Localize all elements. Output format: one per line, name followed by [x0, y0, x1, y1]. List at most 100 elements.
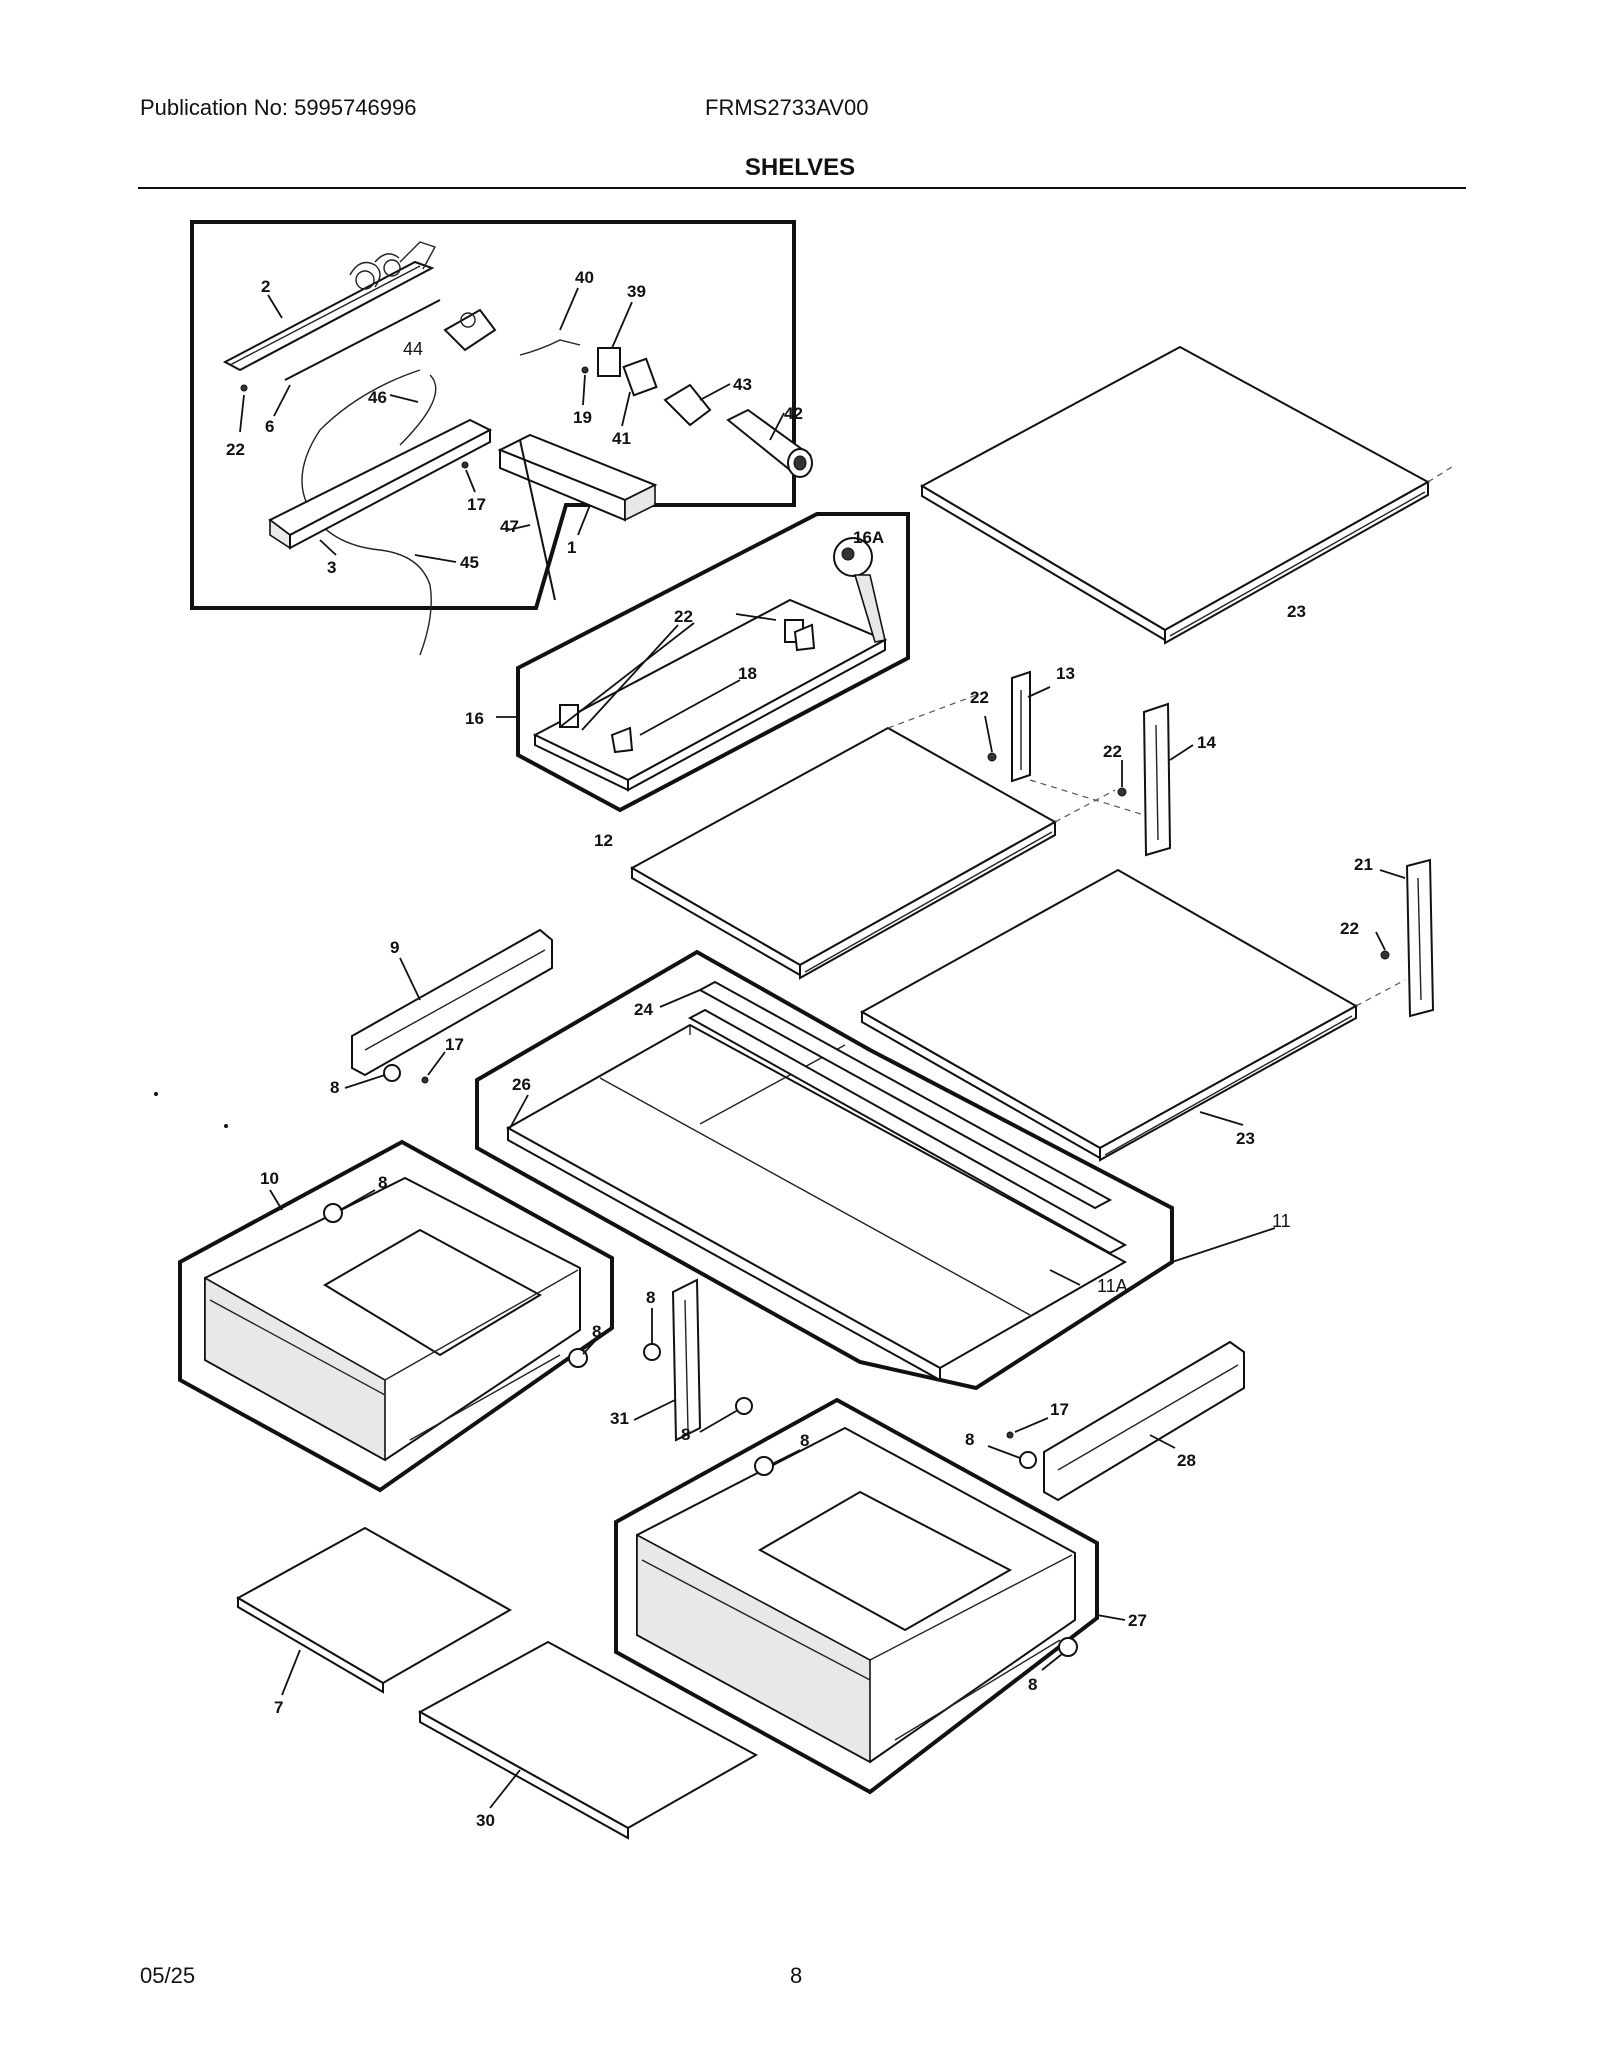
callout-40: 40 [575, 268, 594, 287]
bracket-9 [351, 928, 553, 1077]
callout-14: 14 [1197, 733, 1216, 752]
part-22-screw-c [987, 752, 997, 762]
callout-22: 22 [226, 440, 245, 459]
callout-17: 17 [445, 1035, 464, 1054]
part-19-screw [581, 366, 589, 374]
part-8-bumper-b [323, 1203, 343, 1223]
part-17-screw-c [1006, 1431, 1014, 1439]
part-43-adapter [663, 383, 712, 427]
shelf-12 [629, 689, 1116, 980]
callout-28: 28 [1177, 1451, 1196, 1470]
part-44-clip [443, 308, 497, 352]
callout-8: 8 [1028, 1675, 1037, 1694]
filter-assembly-inset [190, 220, 813, 656]
callout-42: 42 [784, 404, 803, 423]
callout-26: 26 [512, 1075, 531, 1094]
callout-41: 41 [612, 429, 631, 448]
callout-44: 44 [403, 339, 423, 359]
part-8-bumper-a [383, 1064, 401, 1082]
part-2-rail [222, 241, 437, 372]
part-46-tube [399, 374, 437, 446]
callout-8: 8 [378, 1173, 387, 1192]
part-18-stop-b [793, 623, 816, 652]
callout-labels: 2 22 6 44 46 40 39 19 41 43 42 17 47 1 3… [226, 268, 1373, 1830]
publication-number: Publication No: 5995746996 [140, 95, 417, 120]
callout-22: 22 [970, 688, 989, 707]
mullion-31 [671, 1278, 702, 1442]
callout-43: 43 [733, 375, 752, 394]
callout-11A: 11A [1097, 1276, 1128, 1296]
callout-12: 12 [594, 831, 613, 850]
callout-23: 23 [1287, 602, 1306, 621]
page-number: 8 [790, 1963, 803, 1988]
rail-21 [1405, 858, 1435, 1018]
page-title: SHELVES [744, 154, 856, 181]
callout-10: 10 [260, 1169, 279, 1188]
callout-8: 8 [965, 1430, 974, 1449]
part-47-line [519, 439, 556, 601]
callout-8: 8 [681, 1425, 690, 1444]
callout-8: 8 [592, 1322, 601, 1341]
callout-19: 19 [573, 408, 592, 427]
callout-47: 47 [500, 517, 519, 536]
callout-7: 7 [274, 1698, 283, 1717]
part-42-filter [726, 408, 813, 478]
callout-16: 16 [465, 709, 484, 728]
callout-22: 22 [674, 607, 693, 626]
part-26-bar [687, 1008, 1128, 1255]
callout-39: 39 [627, 282, 646, 301]
callout-21: 21 [1354, 855, 1373, 874]
callout-8: 8 [330, 1078, 339, 1097]
part-22-screw-d [1117, 787, 1127, 797]
callout-27: 27 [1128, 1611, 1147, 1630]
crisper-drawer-27-inset [614, 1397, 1099, 1795]
callout-45: 45 [460, 553, 479, 572]
callout-13: 13 [1056, 664, 1075, 683]
shelf-23-top [919, 345, 1456, 645]
callout-8: 8 [646, 1288, 655, 1307]
part-8-bumper-g [1019, 1451, 1037, 1469]
callout-22: 22 [1103, 742, 1122, 761]
callout-18: 18 [738, 664, 757, 683]
part-1-cover [497, 433, 658, 522]
footer-date: 05/25 [140, 1963, 196, 1988]
callout-1: 1 [567, 538, 576, 557]
part-8-bumper-d [643, 1343, 661, 1361]
part-39-head [597, 347, 621, 377]
callout-24: 24 [634, 1000, 653, 1019]
part-8-bumper-h [1058, 1637, 1078, 1657]
callout-17: 17 [467, 495, 486, 514]
part-8-bumper-f [754, 1456, 774, 1476]
rail-14 [1142, 702, 1172, 857]
callout-9: 9 [390, 938, 399, 957]
model-number: FRMS2733AV00 [705, 95, 869, 120]
part-18-stop-a [610, 726, 634, 754]
part-22-screw-a [240, 384, 248, 392]
callout-17: 17 [1050, 1400, 1069, 1419]
part-3-housing [268, 418, 493, 550]
shelf-16-inset [496, 512, 910, 813]
glass-panel-7 [235, 1526, 513, 1696]
part-18-bracket-a [559, 704, 579, 728]
part-8-bumper-e [735, 1397, 753, 1415]
callout-31: 31 [610, 1409, 629, 1428]
callout-16A: 16A [853, 528, 884, 547]
part-6-rod [284, 299, 441, 381]
header-rule [138, 187, 1466, 189]
crisper-drawer-10-inset [178, 1139, 614, 1493]
callout-11: 11 [1272, 1211, 1291, 1231]
part-17-screw-a [461, 461, 469, 469]
part-22-screw-e [1380, 950, 1390, 960]
bracket-28 [1043, 1340, 1245, 1502]
crisper-cover-11-inset [475, 949, 1276, 1391]
part-17-screw-b [421, 1076, 429, 1084]
callout-8: 8 [800, 1431, 809, 1450]
glass-panel-30 [417, 1640, 759, 1840]
shelf-23-middle [859, 868, 1406, 1162]
callout-2: 2 [261, 277, 270, 296]
callout-30: 30 [476, 1811, 495, 1830]
part-45-tube [301, 369, 432, 656]
part-40-bracket [519, 339, 581, 356]
callout-23: 23 [1236, 1129, 1255, 1148]
rail-13 [1011, 670, 1031, 783]
